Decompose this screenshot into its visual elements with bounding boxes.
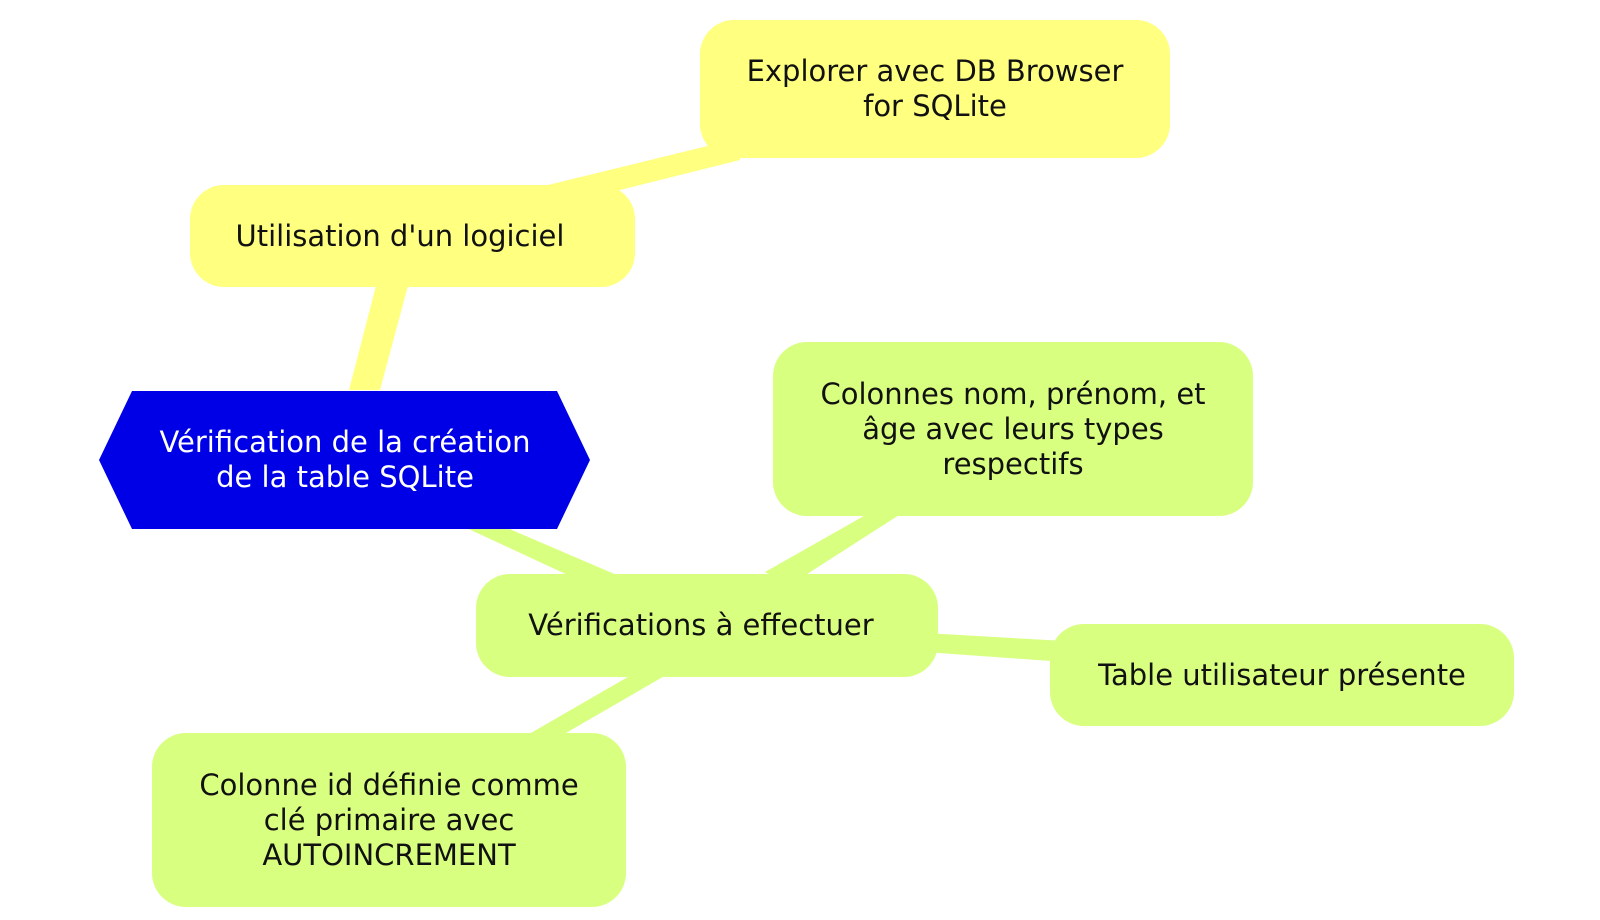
connector-root-to-software xyxy=(349,282,409,390)
branch-software-label: Utilisation d'un logiciel xyxy=(235,218,565,253)
connector-checks-to-columns xyxy=(765,508,910,585)
connectors xyxy=(349,138,1065,748)
branch-checks-label: Vérifications à effectuer xyxy=(528,608,874,642)
leaf-columns-node[interactable] xyxy=(773,342,1253,516)
nodes xyxy=(99,20,1514,907)
root-node[interactable] xyxy=(99,391,590,529)
connector-checks-to-id-column xyxy=(505,667,680,748)
leaf-id-column-node[interactable] xyxy=(152,733,626,907)
root-node-label: Vérification de la création de la table … xyxy=(159,425,531,494)
branch-software-node[interactable] xyxy=(190,185,635,287)
branch-checks-node[interactable] xyxy=(476,574,938,677)
connector-root-to-checks xyxy=(460,525,640,590)
leaf-columns-label: Colonnes nom, prénom, et âge avec leurs … xyxy=(820,376,1206,481)
connector-checks-to-table-present xyxy=(925,633,1065,662)
leaf-db-browser-node[interactable] xyxy=(700,20,1170,158)
leaf-table-present-label: Table utilisateur présente xyxy=(1098,657,1466,692)
leaf-table-present-node[interactable] xyxy=(1050,624,1514,726)
leaf-db-browser-label: Explorer avec DB Browser for SQLite xyxy=(746,54,1124,123)
leaf-id-column-label: Colonne id définie comme clé primaire av… xyxy=(199,767,579,872)
